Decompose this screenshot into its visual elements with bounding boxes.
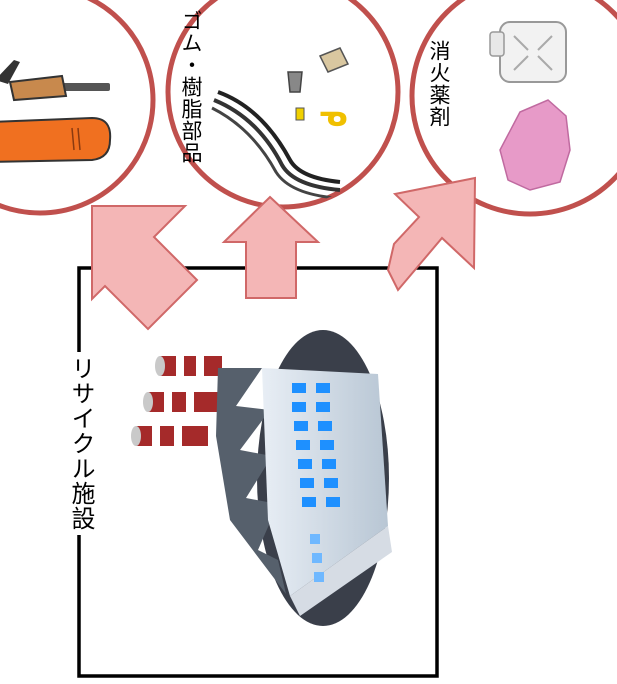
factory-icon [131,330,392,626]
arrow-to-rubber-resin [221,195,321,299]
extinguishant-label: 消火薬剤 [427,40,451,128]
factory-windows [292,383,340,507]
facility-label: リサイクル施設 [64,352,99,535]
rubber-resin-label: ゴム・樹脂部品 [179,10,203,164]
container-icon [489,21,567,83]
screwdriver-icon [0,60,112,164]
svg-text:ᓀ: ᓀ [318,99,348,134]
extinguishant-circle [409,0,617,217]
hose-icon [211,90,341,200]
metals-circle [0,0,156,216]
chimneys [131,356,222,446]
factory-lower-windows [310,534,324,582]
pink-powder-icon [499,99,571,191]
arrow-to-extinguishant [386,176,477,292]
rubber-parts-icon: ᓀ [287,47,350,134]
arrow-to-metals [91,205,199,331]
rubber-resin-circle: ᓀ [165,0,401,210]
